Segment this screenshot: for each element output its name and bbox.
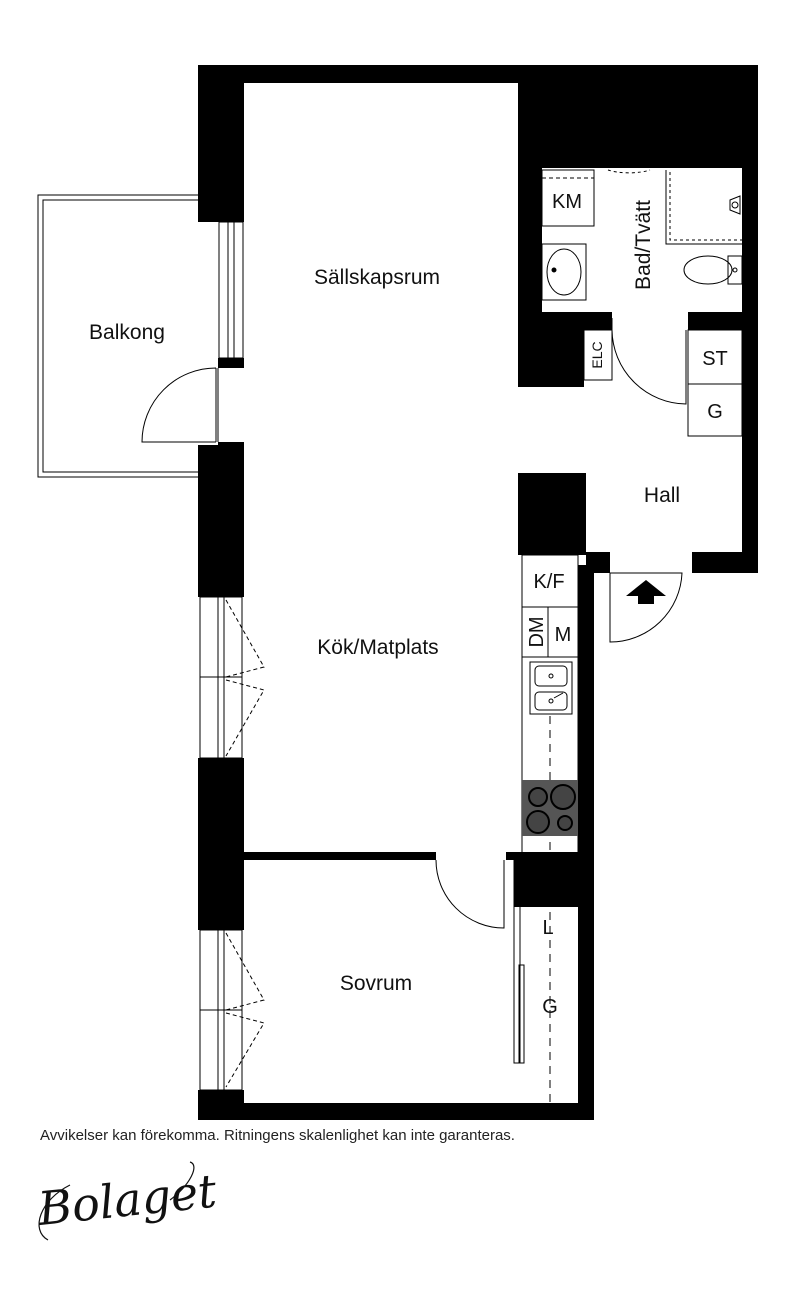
door-balcony (141, 367, 217, 443)
wall-wardrobe-block (514, 855, 594, 907)
hall-fixtures (583, 329, 743, 437)
label-st: ST (702, 348, 728, 370)
entrance-arrow-icon (626, 580, 666, 604)
label-km: KM (552, 191, 582, 213)
wardrobe-hall (687, 383, 743, 437)
wall-right-stub (688, 312, 758, 330)
label-g-sovrum: G (542, 996, 558, 1018)
label-hall: Hall (644, 484, 680, 507)
label-sovrum: Sovrum (340, 972, 412, 995)
disclaimer-text: Avvikelser kan förekomma. Ritningens ska… (40, 1127, 515, 1144)
doors (141, 318, 687, 1064)
wall-kitchen-block (518, 473, 586, 555)
label-balkong: Balkong (89, 321, 165, 344)
label-kf: K/F (533, 571, 564, 593)
bathroom-fixtures (541, 169, 743, 301)
wall-left-top (198, 65, 244, 222)
room-labels: Sällskapsrum Balkong Bad/Tvätt Hall Kök/… (89, 200, 680, 995)
wall-left-low (198, 758, 244, 930)
bolaget-logo: Bolaget (35, 1161, 219, 1241)
washing-machine (541, 169, 595, 227)
door-bathroom (611, 318, 687, 405)
label-sallskapsrum: Sällskapsrum (314, 266, 440, 289)
label-elc: ELC (589, 341, 605, 368)
kitchen-sink (529, 661, 573, 715)
label-l: L (542, 917, 553, 939)
door-entrance (609, 572, 683, 643)
wall-entry-side (578, 565, 594, 1120)
sink-bathroom (541, 243, 587, 301)
window-swing-lines (225, 599, 265, 1088)
toilet (683, 255, 733, 285)
door-wardrobe-slide (513, 859, 521, 1064)
door-bedroom (435, 859, 505, 929)
fixture-labels: KM ELC ST G K/F DM M L G (526, 191, 728, 1018)
label-dm: DM (526, 616, 548, 647)
kitchen-counter (521, 656, 579, 854)
label-g-hall: G (707, 401, 723, 423)
window-balcony (218, 221, 244, 359)
stove (522, 780, 578, 836)
wall-bathroom-block (518, 65, 758, 387)
label-kok-matplats: Kök/Matplats (317, 636, 438, 659)
wall-top (198, 65, 518, 83)
balcony (37, 194, 219, 478)
wall-bedroom-top (244, 852, 436, 860)
label-m: M (555, 624, 572, 646)
wall-left-stub-1 (218, 358, 244, 368)
label-bad-tvatt: Bad/Tvätt (632, 200, 655, 290)
kitchen-fixtures (521, 554, 579, 1103)
windows (199, 221, 244, 1091)
walls (198, 65, 758, 1120)
wall-right-bottom (692, 552, 758, 573)
wall-left-mid (198, 445, 244, 597)
door-wardrobe-slide-2 (518, 964, 525, 1064)
wall-bottom (198, 1103, 594, 1120)
electric-cabinet (583, 329, 613, 381)
